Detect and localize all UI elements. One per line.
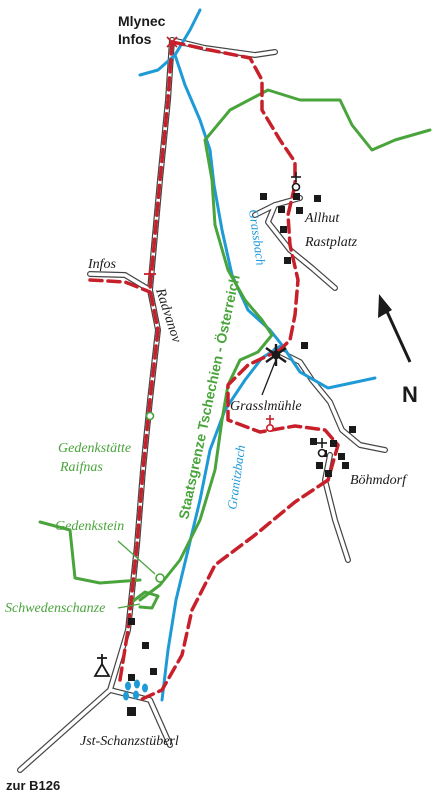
route-loop-grasslmuehle <box>226 348 340 482</box>
church-icon-allhut <box>291 172 301 192</box>
summit-cross-icon <box>93 654 111 677</box>
label-north: N <box>402 382 418 407</box>
schanzstueberl-building <box>127 707 136 716</box>
river-granitzbach <box>160 343 284 702</box>
label-gedenkstaette-2: Raifnas <box>59 460 103 475</box>
route-west <box>118 40 174 682</box>
marker-gedenkstaette <box>145 411 155 421</box>
leader-grasslmuehle <box>261 361 276 396</box>
label-rastplatz: Rastplatz <box>304 235 358 250</box>
border-line-main <box>138 138 274 602</box>
marker-gedenkstein <box>155 573 165 583</box>
border-lines <box>38 88 432 610</box>
label-schwedenschanze: Schwedenschanze <box>5 601 105 616</box>
label-zur-b126: zur B126 <box>6 778 60 793</box>
border-line-schwedenschanze <box>130 590 160 610</box>
label-gedenkstaette-1: Gedenkstätte <box>58 441 131 456</box>
rivers <box>138 8 377 702</box>
label-allhut: Allhut <box>304 211 340 226</box>
hiking-route <box>88 40 340 702</box>
north-arrow-icon <box>378 294 412 363</box>
label-boehmdorf: Böhmdorf <box>350 473 408 488</box>
crossroad-marker-mlynec <box>166 36 178 48</box>
label-infos-top: Infos <box>118 31 152 47</box>
label-grassbach: Grassbach <box>246 208 269 266</box>
leader-lines <box>117 540 156 609</box>
route-east <box>278 183 300 352</box>
cross-marker-radvanov <box>144 268 156 280</box>
route-infos-left <box>88 278 152 294</box>
route-north <box>170 40 297 187</box>
label-grasslmuehle: Grasslmühle <box>230 399 302 414</box>
label-infos-left: Infos <box>87 257 117 272</box>
border-line-gedenkstein <box>38 520 142 585</box>
memorial-markers <box>145 411 165 583</box>
church-icon-boehmdorf <box>317 438 327 458</box>
label-gedenkstein: Gedenkstein <box>55 519 124 534</box>
ponds <box>123 679 148 701</box>
route-south <box>138 478 330 702</box>
river-grassbach <box>173 53 377 390</box>
chapel-icon-grasslmuehle <box>265 415 274 432</box>
label-granitzbach: Granitzbach <box>224 444 248 510</box>
label-mlynec: Mlynec <box>118 13 166 29</box>
windmill-icon <box>265 344 287 366</box>
buildings <box>127 193 356 716</box>
border-line-north <box>203 88 432 152</box>
label-schanzstueberl: Jst-Schanzstüberl <box>80 734 179 749</box>
